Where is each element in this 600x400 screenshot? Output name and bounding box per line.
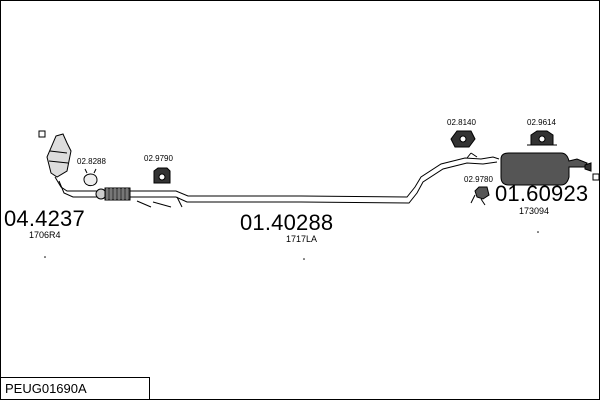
gasket-1-part-no: 02.8288 xyxy=(77,157,106,166)
kit-code-box: PEUG01690A xyxy=(1,377,150,399)
reference-dots xyxy=(44,231,539,260)
catalytic-converter-ref: 1706R4 xyxy=(29,230,61,240)
rear-silencer-ref: 173094 xyxy=(519,206,550,216)
middle-pipe-drawing xyxy=(130,152,500,208)
kit-code: PEUG01690A xyxy=(5,381,87,396)
rubber-mount-2-part-no: 02.8140 xyxy=(447,118,476,127)
rubber-mount-1-part-no: 02.9790 xyxy=(144,154,173,163)
rear-silencer-part-no: 01.60923 xyxy=(495,181,589,206)
middle-pipe-ref: 1717LA xyxy=(286,234,318,244)
flex-joint-drawing xyxy=(104,187,131,201)
rubber-mount-3-drawing xyxy=(527,130,557,146)
rubber-mount-3-part-no: 02.9614 xyxy=(527,118,556,127)
gasket-1-drawing xyxy=(83,168,98,187)
rear-silencer-drawing xyxy=(500,152,599,186)
rubber-mount-1-drawing xyxy=(153,167,171,184)
clamp-drawing xyxy=(470,186,490,206)
rubber-mount-2-drawing xyxy=(450,130,476,148)
clamp-part-no: 02.9780 xyxy=(464,175,493,184)
middle-pipe-part-no: 01.40288 xyxy=(240,210,334,235)
catalytic-converter-part-no: 04.4237 xyxy=(4,206,85,231)
